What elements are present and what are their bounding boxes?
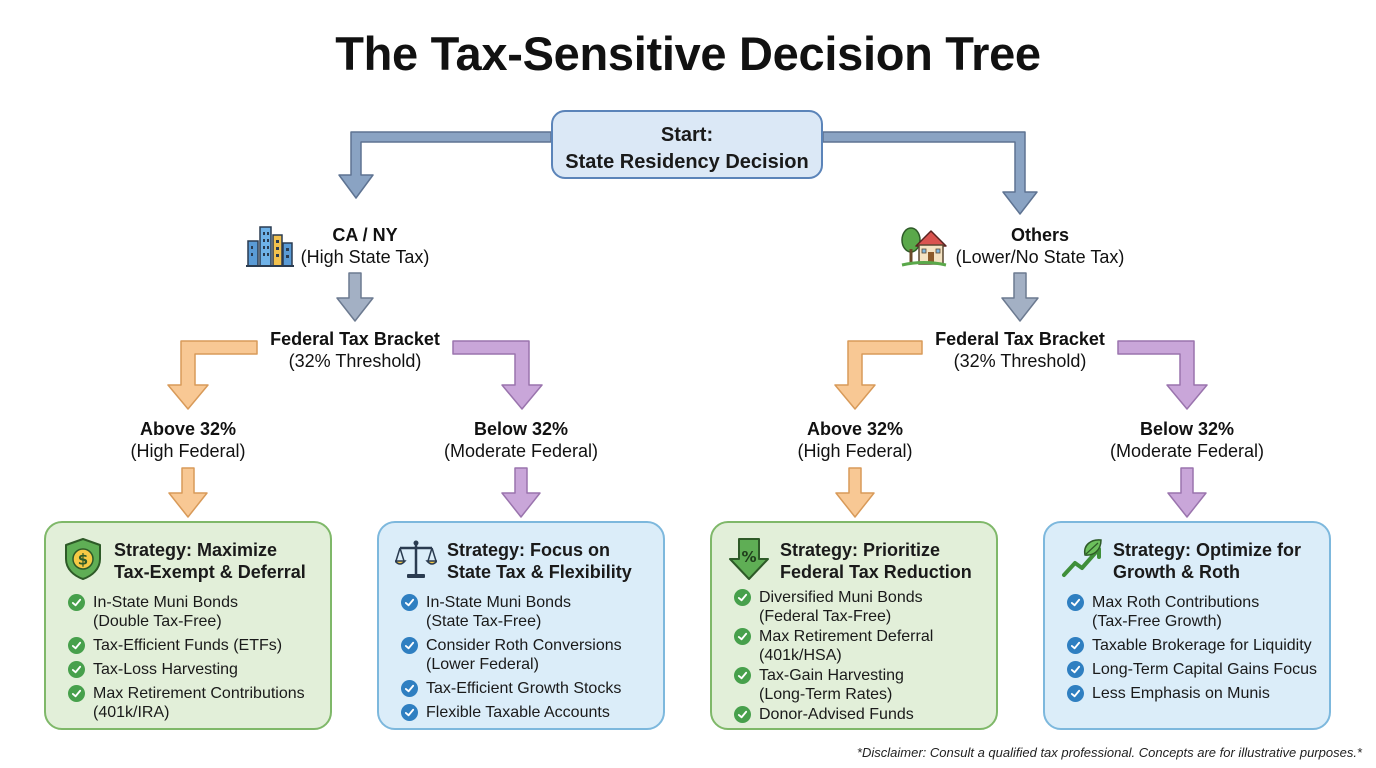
arrow-ca-ny-to-bracket [336, 272, 374, 322]
list-item: Max Retirement Contributions(401k/IRA) [68, 684, 330, 722]
list-item: Max Roth Contributions(Tax-Free Growth) [1067, 593, 1329, 631]
bracket-subtitle: (32% Threshold) [953, 351, 1087, 371]
start-label: Start: [660, 124, 714, 146]
outcome-below-left: Below 32% (Moderate Federal) [431, 418, 611, 462]
state-title: Others [1010, 225, 1070, 245]
disclaimer-note: *Disclaimer: Consult a qualified tax pro… [856, 745, 1362, 760]
list-item: In-State Muni Bonds(State Tax-Free) [401, 593, 663, 631]
check-circle-icon [401, 704, 418, 721]
house-icon [901, 227, 947, 267]
check-circle-icon [68, 685, 85, 702]
card-title: Strategy: Optimize for Growth & Roth [1113, 540, 1302, 582]
list-item: Consider Roth Conversions(Lower Federal) [401, 636, 663, 674]
outcome-subtitle: (Moderate Federal) [1109, 441, 1265, 461]
card-title: Strategy: Prioritize Federal Tax Reducti… [780, 540, 972, 582]
start-node: Start: State Residency Decision [551, 110, 823, 179]
state-title: CA / NY [332, 225, 398, 245]
outcome-subtitle: (High Federal) [797, 441, 913, 461]
arrow-right-bracket-to-above [834, 340, 923, 410]
check-circle-icon [401, 637, 418, 654]
arrow-others-to-bracket [1001, 272, 1039, 322]
bracket-node-left: Federal Tax Bracket (32% Threshold) [255, 328, 455, 372]
outcome-subtitle: (Moderate Federal) [443, 441, 599, 461]
bracket-title: Federal Tax Bracket [935, 329, 1105, 349]
outcome-subtitle: (High Federal) [130, 441, 246, 461]
city-buildings-icon [246, 226, 294, 267]
strategy-list: Diversified Muni Bonds(Federal Tax-Free)… [734, 588, 996, 725]
arrow-above-to-card-1 [168, 467, 208, 518]
list-item: Taxable Brokerage for Liquidity [1067, 636, 1329, 655]
percent-down-arrow-icon: % [729, 538, 769, 580]
list-item: Diversified Muni Bonds(Federal Tax-Free) [734, 588, 996, 626]
arrow-below-to-card-2 [501, 467, 541, 518]
strategy-list: In-State Muni Bonds(Double Tax-Free) Tax… [68, 593, 330, 727]
bracket-node-right: Federal Tax Bracket (32% Threshold) [920, 328, 1120, 372]
check-circle-icon [734, 667, 751, 684]
outcome-title: Above 32% [806, 419, 904, 439]
list-item: Tax-Efficient Funds (ETFs) [68, 636, 330, 655]
check-circle-icon [1067, 594, 1084, 611]
check-circle-icon [734, 589, 751, 606]
list-item: Less Emphasis on Munis [1067, 684, 1329, 703]
growth-leaf-chart-icon [1062, 539, 1102, 577]
arrow-start-to-ca-ny-body [338, 131, 552, 199]
card-title: Strategy: Focus on State Tax & Flexibili… [447, 540, 632, 582]
list-item: In-State Muni Bonds(Double Tax-Free) [68, 593, 330, 631]
check-circle-icon [401, 680, 418, 697]
check-circle-icon [401, 594, 418, 611]
strategy-list: In-State Muni Bonds(State Tax-Free) Cons… [401, 593, 663, 727]
check-circle-icon [1067, 637, 1084, 654]
check-circle-icon [68, 637, 85, 654]
arrow-above-to-card-3 [835, 467, 875, 518]
strategy-list: Max Roth Contributions(Tax-Free Growth) … [1067, 593, 1329, 708]
list-item: Tax-Loss Harvesting [68, 660, 330, 679]
list-item: Long-Term Capital Gains Focus [1067, 660, 1329, 679]
check-circle-icon [1067, 685, 1084, 702]
check-circle-icon [1067, 661, 1084, 678]
list-item: Tax-Efficient Growth Stocks [401, 679, 663, 698]
dollar-shield-icon: $ [65, 538, 101, 580]
start-decision: State Residency Decision [565, 151, 809, 173]
outcome-title: Above 32% [139, 419, 237, 439]
list-item: Donor-Advised Funds [734, 705, 996, 724]
arrow-start-to-ca-ny [341, 136, 551, 199]
strategy-card-2: Strategy: Focus on State Tax & Flexibili… [377, 521, 665, 730]
list-item: Flexible Taxable Accounts [401, 703, 663, 722]
outcome-title: Below 32% [1139, 419, 1235, 439]
state-subtitle: (High State Tax) [300, 247, 430, 267]
strategy-card-3: % Strategy: Prioritize Federal Tax Reduc… [710, 521, 998, 730]
list-item: Max Retirement Deferral(401k/HSA) [734, 627, 996, 665]
arrow-right-bracket-to-below [1117, 340, 1208, 410]
check-circle-icon [68, 594, 85, 611]
arrow-left-bracket-to-below [452, 340, 543, 410]
outcome-above-left: Above 32% (High Federal) [108, 418, 268, 462]
strategy-card-4: Strategy: Optimize for Growth & Roth Max… [1043, 521, 1331, 730]
list-item: Tax-Gain Harvesting(Long-Term Rates) [734, 666, 996, 704]
arrow-start-to-others-body [822, 131, 1038, 215]
outcome-title: Below 32% [473, 419, 569, 439]
state-node-ca-ny: CA / NY (High State Tax) [296, 224, 434, 268]
balance-scale-icon [395, 540, 437, 578]
arrow-left-bracket-to-above [167, 340, 258, 410]
bracket-title: Federal Tax Bracket [270, 329, 440, 349]
state-subtitle: (Lower/No State Tax) [955, 247, 1125, 267]
card-title: Strategy: Maximize Tax-Exempt & Deferral [114, 540, 306, 582]
svg-text:%: % [741, 548, 756, 566]
strategy-card-1: $ Strategy: Maximize Tax-Exempt & Deferr… [44, 521, 332, 730]
bracket-subtitle: (32% Threshold) [288, 351, 422, 371]
outcome-above-right: Above 32% (High Federal) [775, 418, 935, 462]
svg-text:$: $ [78, 551, 88, 569]
diagram-title: The Tax-Sensitive Decision Tree [335, 27, 1041, 80]
arrow-below-to-card-4 [1167, 467, 1207, 518]
state-node-others: Others (Lower/No State Tax) [950, 224, 1130, 268]
check-circle-icon [734, 628, 751, 645]
check-circle-icon [68, 661, 85, 678]
outcome-below-right: Below 32% (Moderate Federal) [1097, 418, 1277, 462]
check-circle-icon [734, 706, 751, 723]
